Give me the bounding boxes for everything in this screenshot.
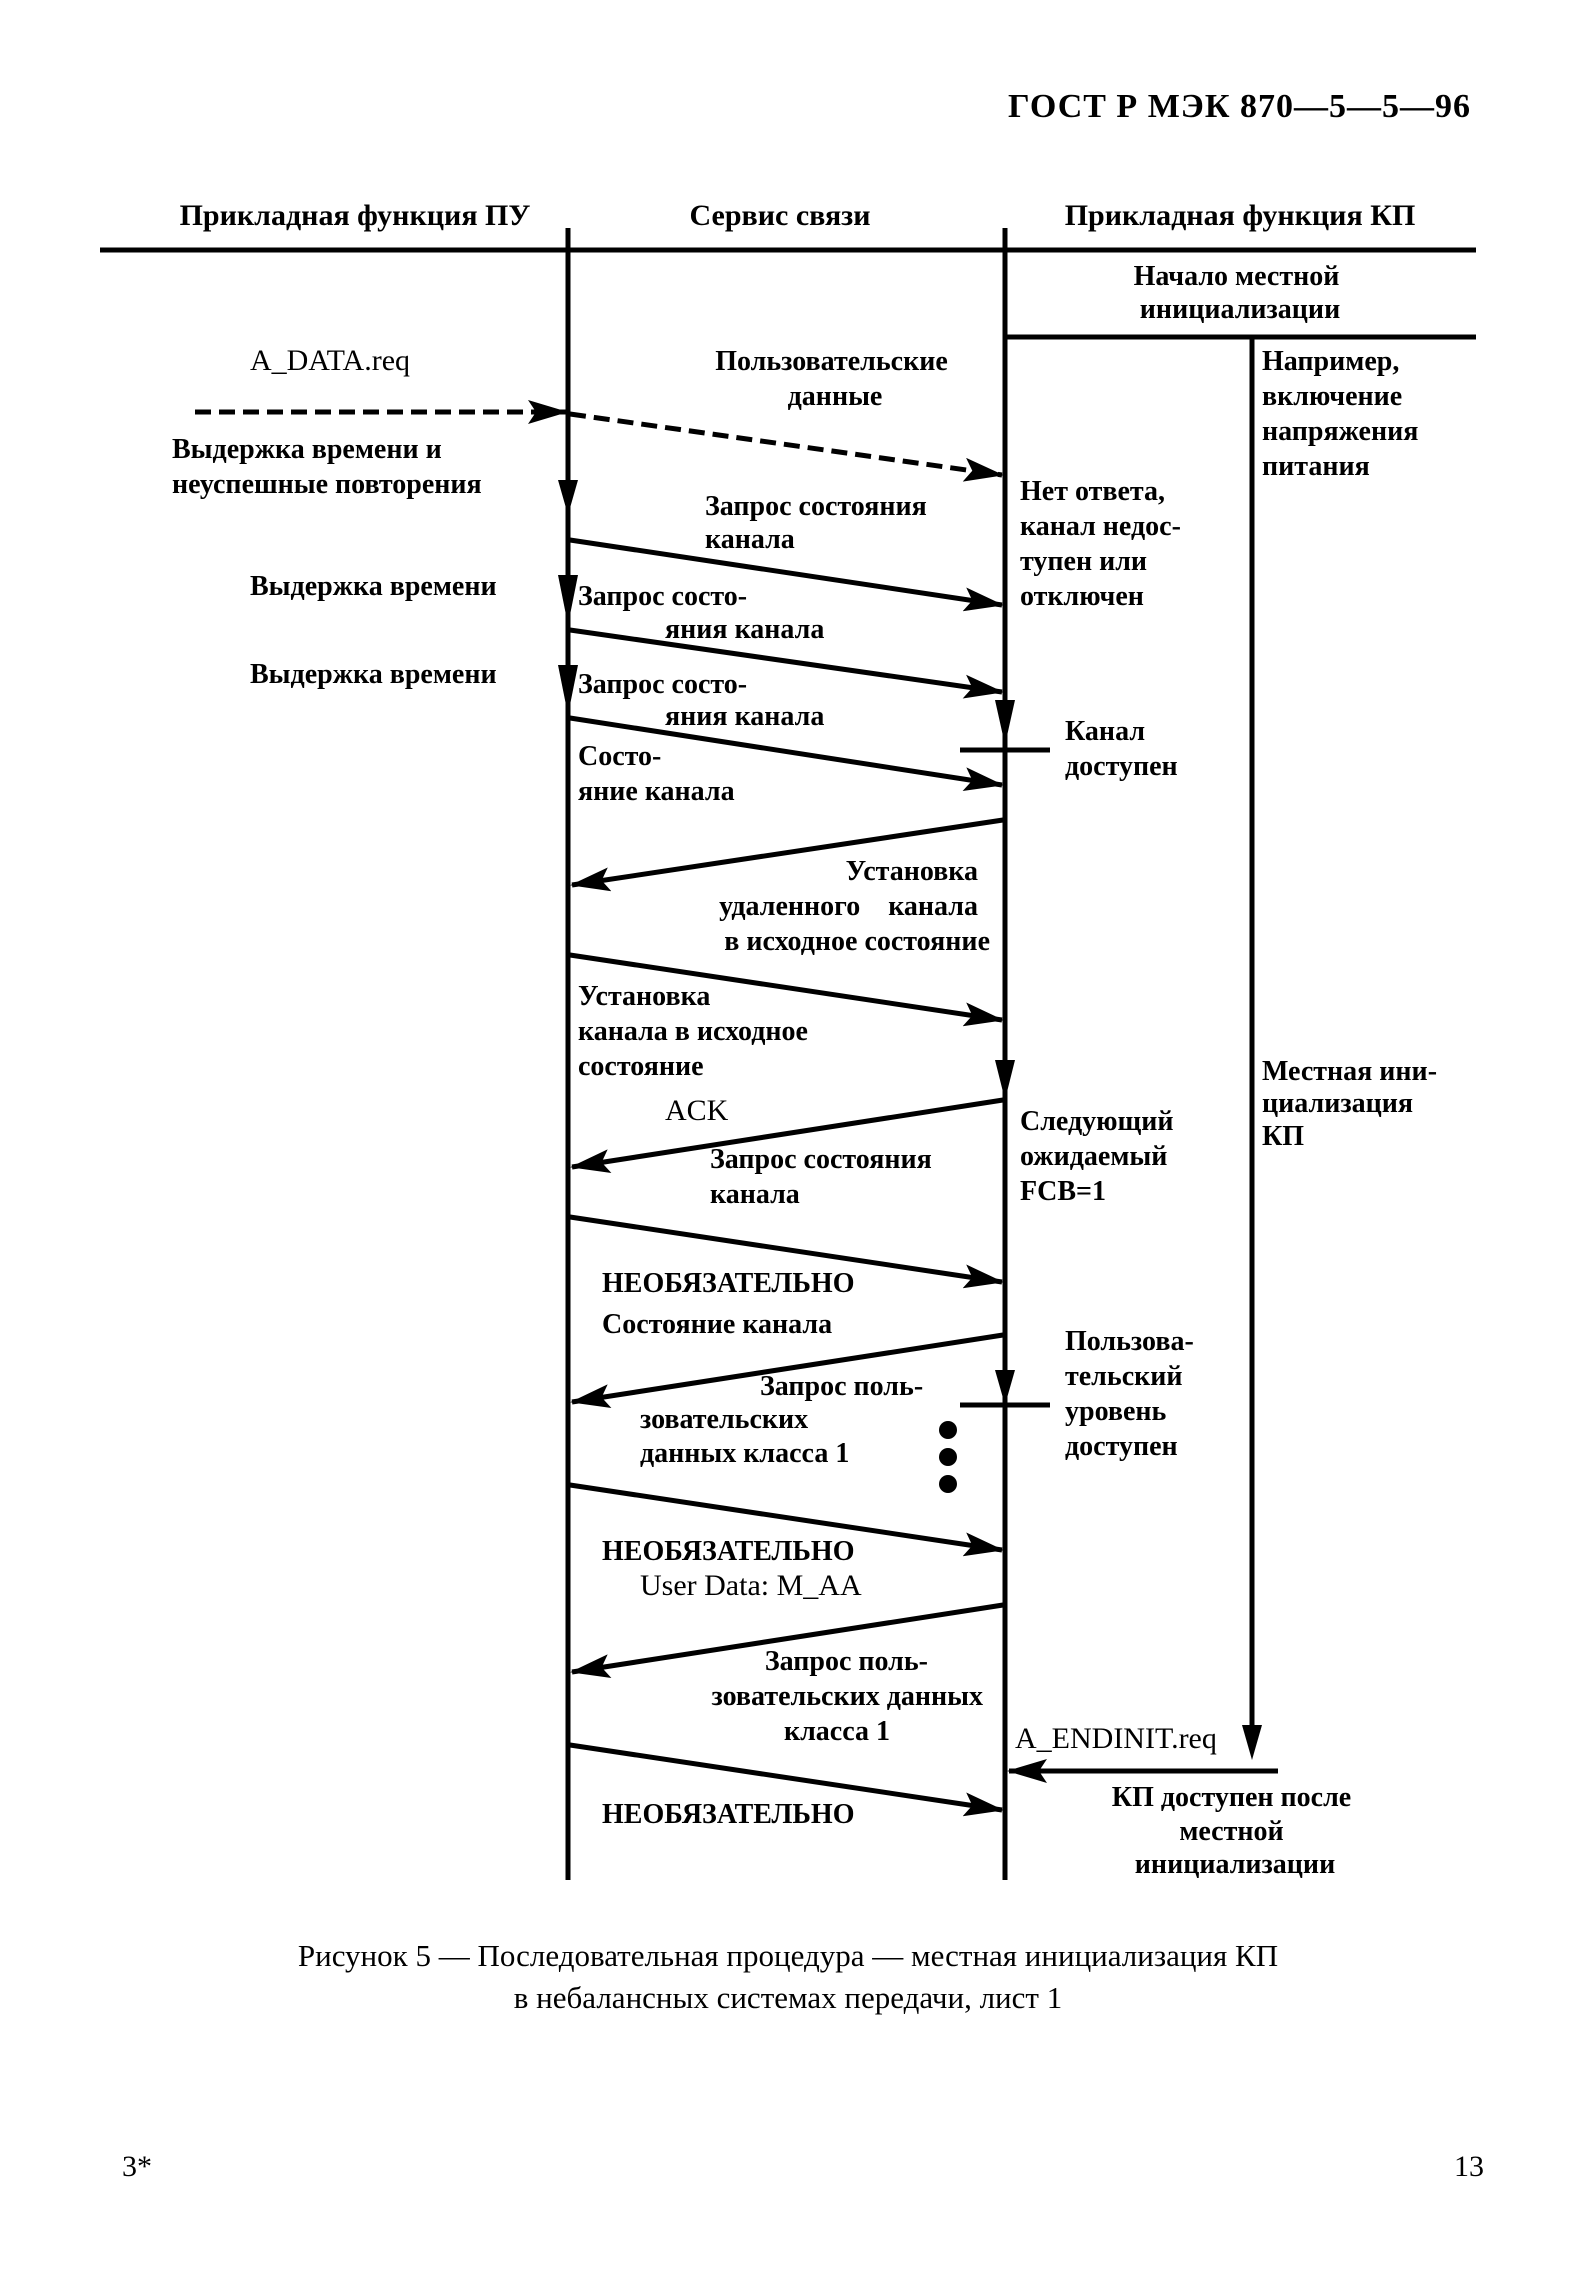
figure-caption: Рисунок 5 — Последовательная процедура —… xyxy=(0,1935,1576,2019)
label-class1-req-1: Запрос поль- зовательских данных класса … xyxy=(640,1371,930,1469)
signature-mark: 3* xyxy=(122,2150,152,2183)
label-optional-1: НЕОБЯЗАТЕЛЬНО xyxy=(602,1268,855,1299)
timeout-arrow-3 xyxy=(558,665,578,715)
kp-down-arrow-2 xyxy=(995,1060,1015,1100)
label-link-status-req-3: Запрос состо- яния канала xyxy=(578,669,824,732)
msg-link-status-req-1 xyxy=(569,537,1004,612)
label-optional-2: НЕОБЯЗАТЕЛЬНО xyxy=(602,1536,855,1567)
caption-line-1: Рисунок 5 — Последовательная процедура —… xyxy=(297,1938,1279,1973)
label-class1-req-2: Запрос поль- зовательских данных класса … xyxy=(712,1646,990,1747)
label-link-status-req-2: Запрос состо- яния канала xyxy=(578,581,824,645)
label-example: Например, включение напряжения питания xyxy=(1262,346,1425,482)
label-kp-available: КП доступен после местной инициализации xyxy=(1112,1782,1358,1880)
label-optional-3: НЕОБЯЗАТЕЛЬНО xyxy=(602,1799,855,1830)
timeout-arrow-2 xyxy=(558,575,578,625)
msg-link-status-req-4 xyxy=(569,1214,1004,1289)
label-a-endinit-req: A_ENDINIT.req xyxy=(1015,1722,1217,1755)
msg-link-status-req-2 xyxy=(569,627,1004,699)
ellipsis-dot-2 xyxy=(939,1448,957,1466)
label-local-init-kp: Местная ини- циализация КП xyxy=(1262,1056,1444,1152)
ellipsis-dot-3 xyxy=(939,1475,957,1493)
label-link-status-req-4: Запрос состояния канала xyxy=(710,1144,939,1210)
timeout-arrow-1 xyxy=(558,480,578,515)
column-header-left: Прикладная функция ПУ xyxy=(180,199,531,232)
label-timeout-retries: Выдержка времени и неуспешные повторения xyxy=(172,434,482,500)
label-link-status-2: Состояние канала xyxy=(602,1309,832,1340)
kp-app-down-arrow xyxy=(1242,1725,1262,1760)
standard-header: ГОСТ Р МЭК 870—5—5—96 xyxy=(1008,88,1471,125)
user-data-arrow xyxy=(569,411,1004,482)
label-next-expected: Следующий ожидаемый FCB=1 xyxy=(1020,1106,1180,1207)
label-timeout-2: Выдержка времени xyxy=(250,659,497,690)
label-no-answer: Нет ответа, канал недос- тупен или отклю… xyxy=(1020,476,1188,612)
label-ack: ACK xyxy=(665,1094,729,1127)
msg-reset-link xyxy=(569,952,1004,1027)
label-link-status-req-1: Запрос состояния канала xyxy=(705,491,934,555)
label-a-data-req: A_DATA.req xyxy=(250,344,410,377)
page-number: 13 xyxy=(1454,2150,1484,2183)
ellipsis-dot-1 xyxy=(939,1421,957,1439)
label-reset-remote-link: Установка удаленного канала в исходное с… xyxy=(719,856,990,957)
label-user-data: Пользовательские данные xyxy=(715,346,955,412)
label-link-available: Канал доступен xyxy=(1065,716,1178,782)
column-header-middle: Сервис связи xyxy=(689,199,870,232)
label-timeout-1: Выдержка времени xyxy=(250,571,497,602)
caption-line-2: в небалансных системах передачи, лист 1 xyxy=(513,1980,1063,2015)
label-reset-link: Установка канала в исходное состояние xyxy=(578,981,815,1082)
kp-down-arrow-3 xyxy=(995,1370,1015,1405)
msg-link-status xyxy=(570,1332,1004,1409)
msg-class1-req-2 xyxy=(569,1742,1004,1817)
msg-user-data-maa xyxy=(570,1602,1004,1679)
label-user-level-available: Пользова- тельский уровень доступен xyxy=(1065,1326,1201,1462)
kp-down-arrow-1 xyxy=(995,700,1015,745)
msg-reset-remote-link xyxy=(570,817,1004,892)
msg-class1-req-1 xyxy=(569,1482,1004,1557)
sequence-diagram: Прикладная функция ПУ Сервис связи Прикл… xyxy=(100,199,1476,1880)
label-user-data-maa: User Data: M_AA xyxy=(640,1569,862,1602)
column-header-right: Прикладная функция КП xyxy=(1065,199,1416,232)
label-link-status: Состо- яние канала xyxy=(578,741,735,807)
msg-ack xyxy=(570,1097,1004,1174)
msg-link-status-req-3 xyxy=(569,715,1004,792)
label-local-init-start: Начало местной инициализации xyxy=(1134,261,1347,325)
